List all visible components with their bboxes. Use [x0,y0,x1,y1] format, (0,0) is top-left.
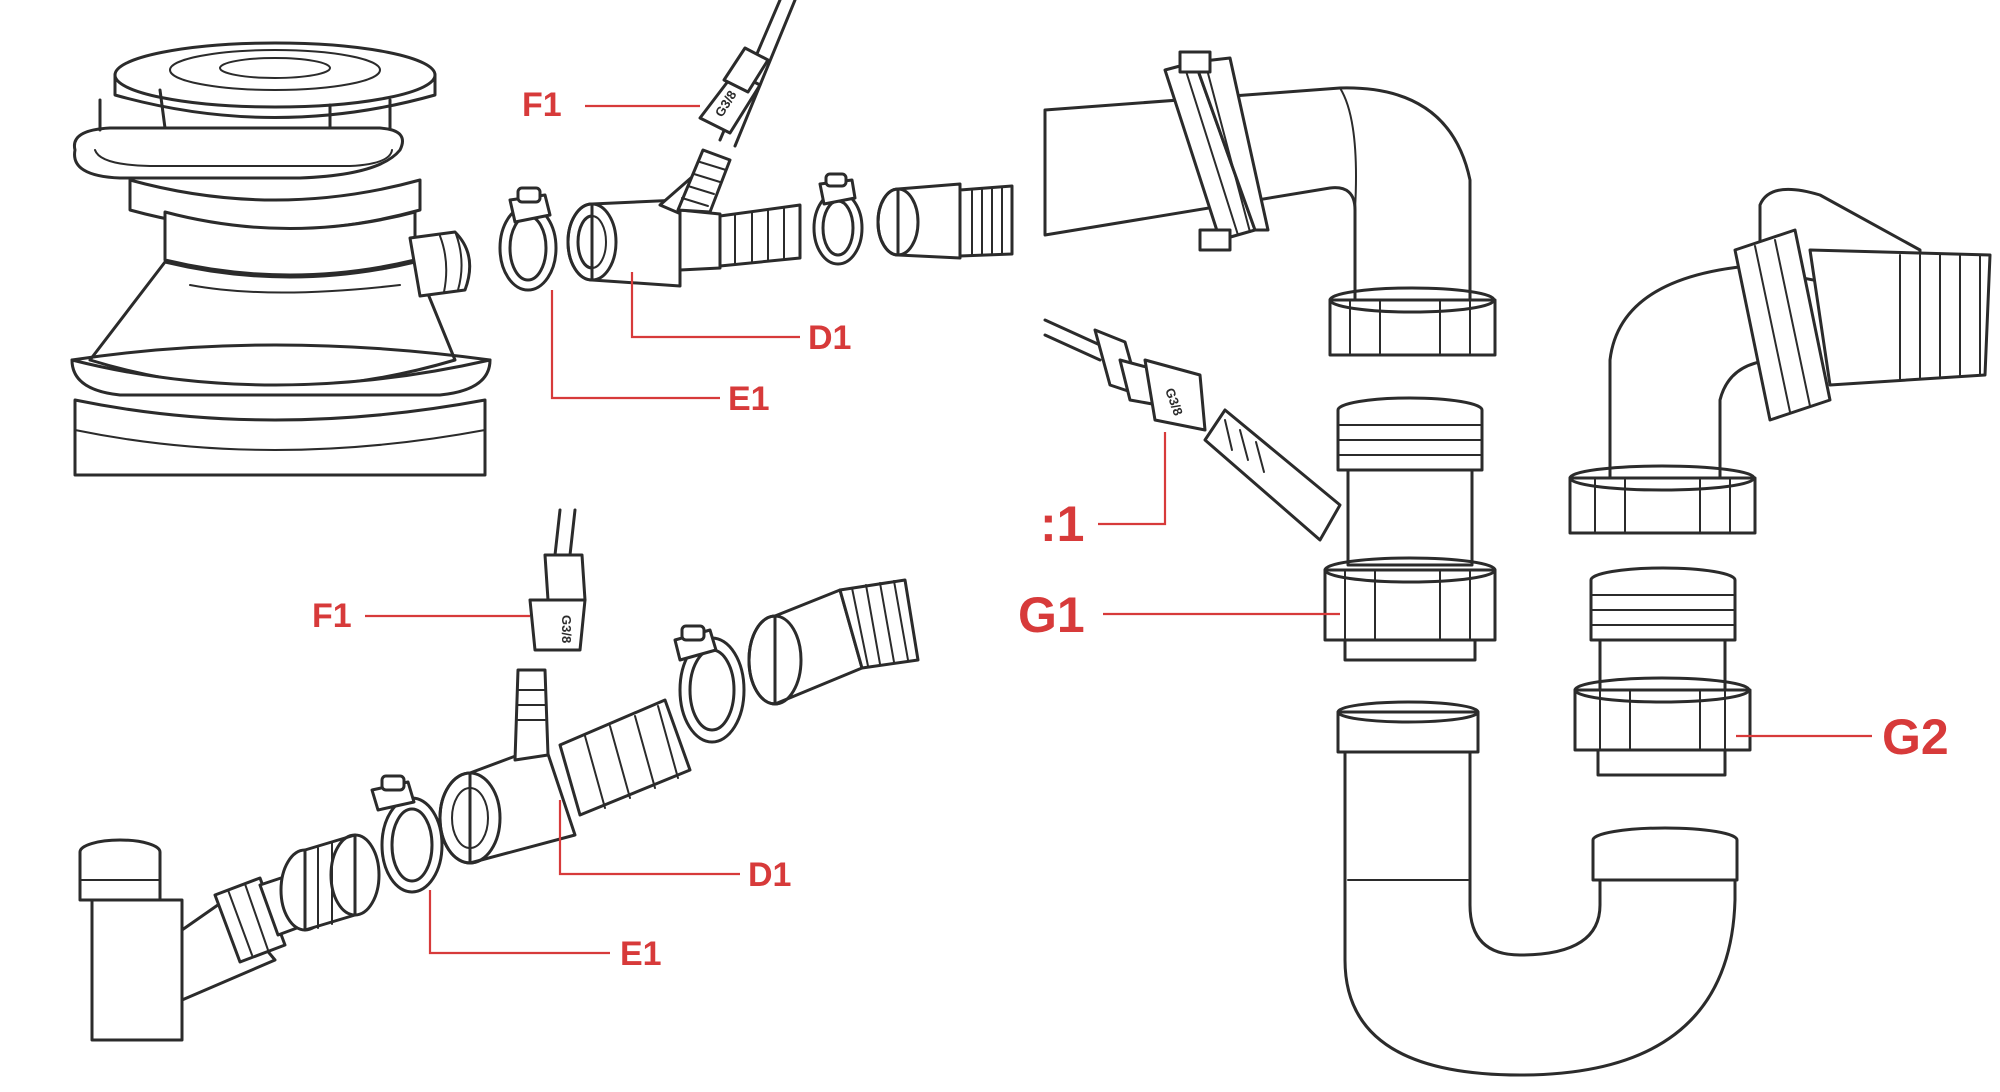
leader-lines [365,104,1872,955]
right-j-trap [1336,700,1739,1077]
label-top-e1: E1 [728,380,770,418]
right-second-elbow [1568,187,1992,535]
label-right-g1: G1 [1018,587,1085,643]
label-bottom-f1: F1 [312,597,352,635]
label-top-f1: F1 [522,86,562,124]
bottom-hose-clamp-2 [673,624,746,744]
bottom-connector-stamp: G3/8 [559,615,574,643]
bottom-adapter [747,578,920,706]
bottom-connector-f1: G3/8 [528,508,587,652]
top-connector-f1: G3/8 [698,0,797,148]
right-g2-union [1573,566,1752,777]
bottom-tee-fitting [438,668,692,865]
leader-top-e1 [550,290,720,400]
leader-right-f1 [1098,432,1167,526]
leader-bottom-e1 [428,890,610,955]
label-bottom-d1: D1 [748,856,791,894]
part-labels: F1 D1 E1 F1 D1 E1 :1 G1 G2 [312,86,1949,973]
top-hose-clamp-2 [812,172,864,266]
right-connector-f1: G3/8 [1043,318,1342,542]
label-top-d1: D1 [808,319,851,357]
leader-bottom-d1 [558,800,740,876]
right-top-elbow [1043,50,1497,357]
label-right-g2: G2 [1882,709,1949,765]
label-right-f1: :1 [1040,496,1084,552]
leader-top-d1 [630,272,800,339]
top-adapter [876,182,1014,260]
disposer-unit [70,41,492,477]
bottom-drain-pipe [78,838,307,1042]
top-hose-clamp [498,186,558,292]
right-tee-body [1323,396,1497,662]
bottom-ferrule [279,833,381,932]
bottom-hose-clamp [370,774,444,894]
top-tee-fitting [566,148,802,288]
label-bottom-e1: E1 [620,935,662,973]
